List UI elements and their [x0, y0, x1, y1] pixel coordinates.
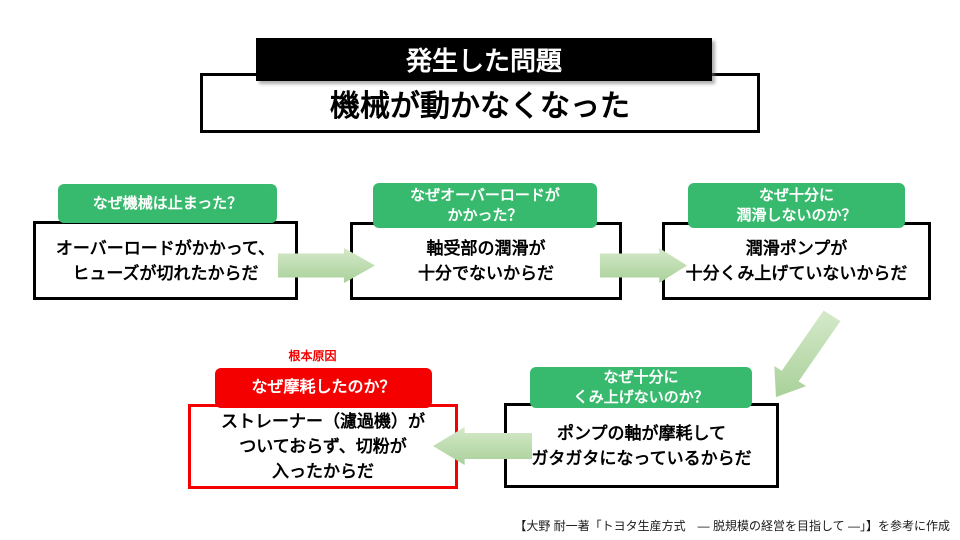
why1-question-box: なぜ機械は止まった？ [58, 184, 277, 223]
arrow-why2-to-why3-icon [600, 248, 687, 283]
problem-header-box: 発生した問題 [256, 38, 712, 81]
why1-answer-box: オーバーロードがかかって、 ヒューズが切れたからだ [33, 221, 298, 300]
why2-answer-label: 軸受部の潤滑が 十分でないからだ [418, 239, 554, 283]
why2-question-box: なぜオーバーロードが かかった？ [373, 183, 597, 228]
problem-statement-label: 機械が動かなくなった [330, 90, 630, 123]
why3-answer-label: 潤滑ポンプが 十分くみ上げていないからだ [685, 239, 908, 283]
problem-statement-box: 機械が動かなくなった [200, 73, 760, 133]
why5-answer-label: ストレーナー（濾過機）が ついておらず、切粉が 入ったからだ [221, 412, 425, 481]
arrow-why4-to-why5-icon [433, 427, 532, 465]
why4-answer-box: ポンプの軸が摩耗して ガタガタになっているからだ [504, 403, 779, 488]
why5-answer-box: ストレーナー（濾過機）が ついておらず、切粉が 入ったからだ [188, 404, 458, 489]
arrow-why1-to-why2-icon [278, 248, 375, 283]
root-cause-label: 根本原因 [288, 349, 337, 363]
why4-question-label: なぜ十分に くみ上げないのか？ [573, 368, 709, 406]
why2-answer-box: 軸受部の潤滑が 十分でないからだ [350, 222, 622, 300]
source-citation: 【大野 耐一著「トヨタ生産方式 ― 脱規模の経営を目指して ―」】を参考に作成 [514, 519, 950, 533]
why4-question-box: なぜ十分に くみ上げないのか？ [530, 367, 752, 408]
arrow-why3-to-why4-icon [774, 310, 841, 398]
why2-question-label: なぜオーバーロードが かかった？ [410, 186, 560, 224]
why1-question-label: なぜ機械は止まった？ [92, 194, 243, 212]
why1-answer-label: オーバーロードがかかって、 ヒューズが切れたからだ [55, 238, 276, 283]
why4-answer-label: ポンプの軸が摩耗して ガタガタになっているからだ [531, 423, 752, 468]
problem-header-label: 発生した問題 [405, 46, 562, 76]
why3-question-box: なぜ十分に 潤滑しないのか？ [688, 183, 905, 228]
why3-answer-box: 潤滑ポンプが 十分くみ上げていないからだ [662, 222, 931, 300]
why5-question-box: なぜ摩耗したのか？ [215, 368, 432, 408]
why3-question-label: なぜ十分に 潤滑しないのか？ [736, 186, 857, 224]
why5-question-label: なぜ摩耗したのか？ [251, 379, 396, 396]
